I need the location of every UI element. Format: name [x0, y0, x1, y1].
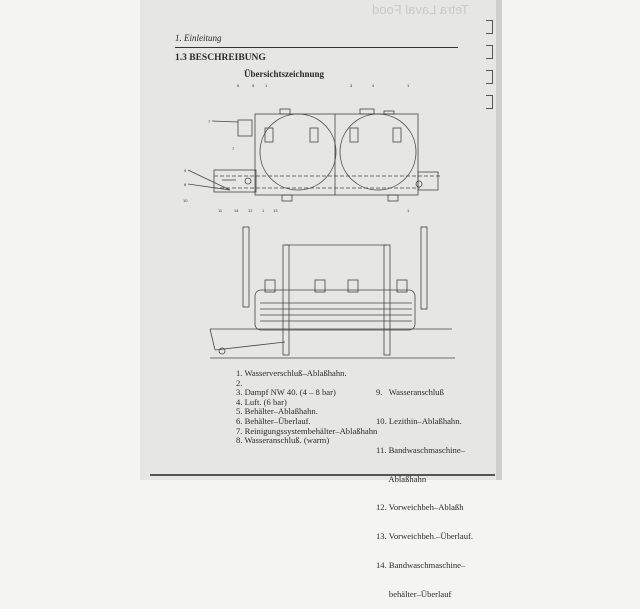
callout-label: 8: [184, 182, 187, 187]
legend-item: 5. Behälter–Ablaßhahn.: [236, 406, 318, 417]
callout-label: 1: [407, 83, 410, 88]
callout-label: 1: [407, 208, 410, 213]
legend-item: 9. Wasseranschluß: [376, 387, 444, 398]
callout-label: 7: [208, 119, 211, 124]
legend-item: 6. Behälter–Überlauf.: [236, 415, 311, 426]
callout-label: 7: [232, 146, 235, 151]
legend-item: 2.: [236, 377, 243, 388]
top-view-drawing: 6 5 1 3 4 1 7 7 9 8 10 11 14 12 1 13 1: [183, 83, 440, 213]
callout-label: 1: [265, 83, 268, 88]
legend-item: behälter–Überlauf: [376, 588, 452, 599]
legend-left-column: 1. Wasserverschluß–Ablaßhahn. 2. 3. Damp…: [236, 368, 378, 446]
callout-label: 4: [372, 83, 375, 88]
drawing-title: Übersichtszeichnung: [244, 69, 325, 79]
legend-item: 13. Vorweichbeh.–Überlauf.: [376, 531, 474, 542]
legend-item: 10. Lezithin–Ablaßhahn.: [376, 415, 462, 426]
chapter-header: 1. Einleitung: [175, 33, 222, 43]
callout-label: 13: [273, 208, 278, 213]
callout-label: 1: [262, 208, 265, 213]
section-title: 1.3 BESCHREIBUNG: [175, 53, 266, 63]
document-page: [140, 0, 498, 480]
legend-item: 1. Wasserverschluß–Ablaßhahn.: [236, 368, 347, 378]
legend-item: 14. Bandwaschmaschine–: [376, 559, 466, 570]
page-edge: [496, 0, 502, 480]
binder-tab: [486, 70, 493, 84]
legend-item: 7. Reinigungssystembehälter–Ablaßhahn: [236, 425, 378, 436]
header-rule: [175, 47, 458, 48]
callout-label: 5: [252, 83, 255, 88]
callout-label: 10: [183, 198, 188, 203]
overview-drawing: 6 5 1 3 4 1 7 7 9 8 10 11 14 12 1 13 1: [183, 83, 455, 359]
callout-label: 14: [234, 208, 239, 213]
callout-label: 9: [184, 168, 187, 173]
binder-tab: [486, 95, 493, 109]
callout-label: 3: [350, 83, 353, 88]
legend-item: 12. Vorweichbeh–Ablaßh: [376, 502, 464, 513]
side-view-drawing: [209, 226, 455, 359]
binder-tab: [486, 20, 493, 34]
legend-item: 4. Luft. (6 bar): [236, 396, 287, 407]
legend-item: 3. Dampf NW 40. (4 – 8 bar): [236, 387, 336, 398]
callout-label: 12: [248, 208, 253, 213]
legend-right-column: 9. Wasseranschluß 10. Lezithin–Ablaßhahn…: [376, 369, 473, 609]
callout-label: 11: [218, 208, 223, 213]
legend-item: 8. Wasseranschluß. (warm): [236, 435, 330, 446]
page-bottom-rule: [150, 474, 495, 476]
callout-label: 6: [237, 83, 240, 88]
legend-item: 11. Bandwaschmaschine–: [376, 444, 465, 455]
legend-item: Ablaßhahn: [376, 473, 427, 484]
binder-tab: [486, 45, 493, 59]
